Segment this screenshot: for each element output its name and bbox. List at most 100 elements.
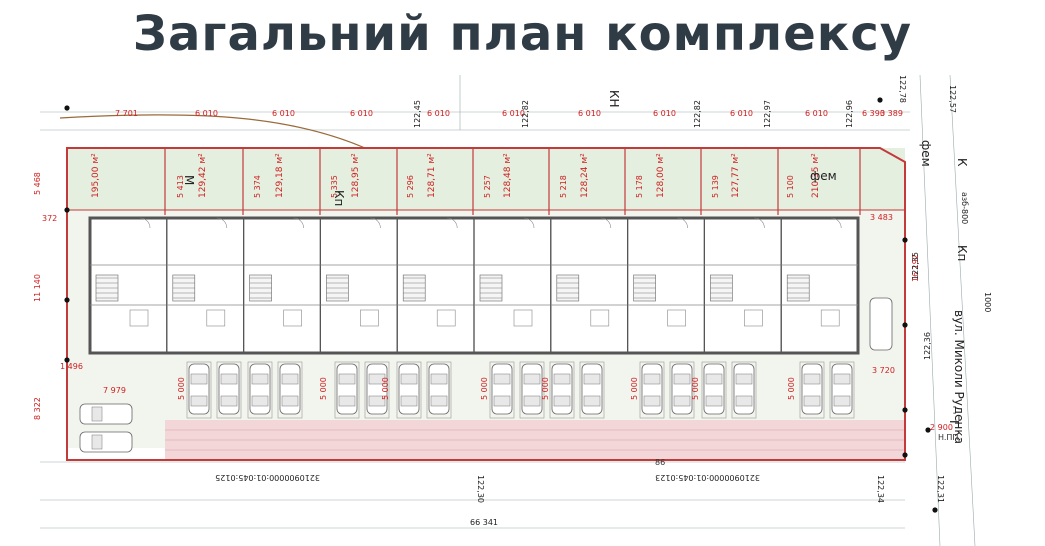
car — [521, 363, 543, 415]
top-width-dim: 6 010 — [272, 109, 295, 118]
townhouse-unit — [780, 217, 859, 354]
bottom-elevation: 122,34 — [876, 475, 885, 503]
boundary-marker — [64, 207, 70, 213]
unit-depth-dim: 5 178 — [635, 175, 644, 198]
car — [398, 363, 420, 415]
right-dim: 3 720 — [872, 366, 895, 375]
parking-spot — [426, 361, 452, 419]
map-label: азб-800 — [960, 192, 969, 224]
boundary-marker — [925, 427, 931, 433]
elevation-mark: 122,96 — [845, 100, 854, 128]
car — [831, 363, 853, 415]
plot-area-label: 210,35 м² — [811, 153, 821, 198]
parking-spot — [669, 361, 695, 419]
car — [703, 363, 725, 415]
car — [279, 363, 301, 415]
car — [581, 363, 603, 415]
parking-dim: 5 000 — [691, 377, 700, 400]
car — [428, 363, 450, 415]
car — [79, 403, 133, 425]
mark-86: 86 — [655, 458, 665, 467]
elevation-mark: 122,45 — [413, 100, 422, 128]
unit-depth-dim: 5 335 — [330, 175, 339, 198]
parking-spot — [247, 361, 273, 419]
top-width-dim: 6 010 — [427, 109, 450, 118]
car — [551, 363, 573, 415]
mark-np: H.ПП. — [938, 433, 961, 442]
parking-spot — [364, 361, 390, 419]
boundary-marker — [64, 357, 70, 363]
parked-cars — [79, 297, 893, 453]
car — [801, 363, 823, 415]
map-label: 1000 — [983, 292, 992, 312]
top-width-dim: 6 010 — [730, 109, 753, 118]
map-label: КН — [607, 90, 621, 108]
boundary-marker — [877, 97, 883, 103]
elevation-mark: 122,97 — [763, 100, 772, 128]
car — [79, 431, 133, 453]
car — [869, 297, 893, 351]
plot-dividers — [164, 148, 861, 215]
top-width-dim: 6 390 — [862, 109, 885, 118]
parking-dim: 5 000 — [541, 377, 550, 400]
parking-spot — [549, 361, 575, 419]
parking-dim: 5 000 — [480, 377, 489, 400]
top-right-elevation: 122,78 — [898, 75, 907, 103]
plot-area-label: 128,71 м² — [427, 153, 437, 198]
townhouse-unit — [319, 217, 398, 354]
plot-area-label: 129,18 м² — [275, 153, 285, 198]
map-label: Кп — [955, 245, 969, 261]
townhouse-unit — [626, 217, 705, 354]
parking-dim: 5 000 — [319, 377, 328, 400]
page-title: Загальний план комплексу — [132, 6, 913, 62]
car — [733, 363, 755, 415]
total-width-dim: 66 341 — [470, 518, 498, 527]
unit-depth-dim: 5 413 — [176, 175, 185, 198]
unit-depth-dim: 5 139 — [711, 175, 720, 198]
townhouse-units — [89, 217, 859, 354]
boundary-marker — [902, 322, 908, 328]
left-dim: 372 — [42, 214, 57, 223]
parking-spot — [579, 361, 605, 419]
left-dim: 5 468 — [33, 172, 42, 195]
left-dim: 8 322 — [33, 397, 42, 420]
site-boundary — [66, 147, 906, 461]
left-dim: 1 496 — [60, 362, 83, 371]
right-dim: 2 900 — [930, 423, 953, 432]
top-width-dim: 6 010 — [195, 109, 218, 118]
unit-depth-dim: 5 257 — [483, 175, 492, 198]
street-label: вул. Миколи Руденка — [952, 310, 966, 444]
lower-left-dim: 7 979 — [103, 386, 126, 395]
top-width-dim: 6 010 — [578, 109, 601, 118]
unit-depth-dim: 5 374 — [253, 175, 262, 198]
boundary-markers — [64, 97, 938, 513]
boundary-marker — [64, 105, 70, 111]
car — [491, 363, 513, 415]
map-label: М — [182, 175, 196, 185]
parking-spot — [799, 361, 825, 419]
cadastre-west: 3210900000:01:045:0125 — [215, 473, 320, 482]
top-width-dim: 6 010 — [502, 109, 525, 118]
parking-spot — [829, 361, 855, 419]
right-dim: 3 483 — [870, 213, 893, 222]
map-label: фем — [919, 140, 933, 167]
right-dim: 16 192 — [911, 254, 920, 282]
parking-spots — [186, 361, 855, 419]
parking-spot — [277, 361, 303, 419]
top-width-dim: 3 389 — [880, 109, 903, 118]
boundary-marker — [902, 407, 908, 413]
map-label: фем — [810, 169, 837, 183]
survey-lines — [40, 74, 976, 546]
boundary-marker — [902, 452, 908, 458]
car — [641, 363, 663, 415]
car — [188, 363, 210, 415]
right-dim: 122,35 — [911, 252, 920, 280]
elevation-mark: 122,82 — [521, 100, 530, 128]
